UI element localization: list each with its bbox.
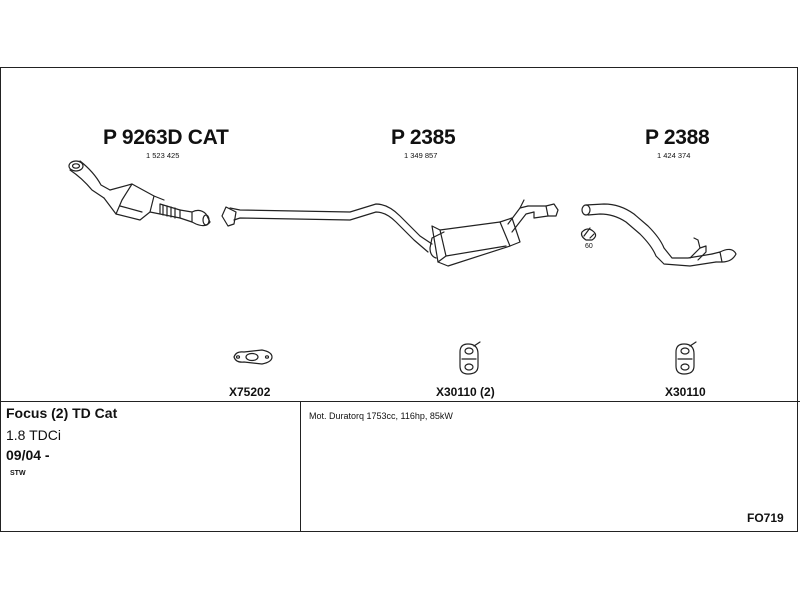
reference-code: FO719 (747, 511, 784, 525)
rubber-mount-icon (459, 341, 481, 375)
diagram-frame (0, 67, 798, 532)
divider (300, 401, 301, 532)
oem-number: 1 424 374 (657, 151, 691, 160)
accessory-code: X30110 (2) (436, 385, 495, 399)
flange-gasket-icon (233, 349, 273, 365)
vehicle-body: STW (10, 470, 26, 477)
vehicle-engine: 1.8 TDCi (6, 427, 61, 443)
accessory-code: X30110 (665, 385, 706, 399)
part-number: P 2385 (391, 126, 456, 149)
rubber-mount-icon (675, 341, 697, 375)
vehicle-model: Focus (2) TD Cat (6, 405, 118, 421)
vehicle-date: 09/04 - (6, 447, 50, 463)
oem-number: 1 523 425 (146, 151, 180, 160)
accessory-code: X75202 (229, 385, 271, 399)
oem-number: 1 349 857 (404, 151, 438, 160)
clamp-size-label: 60 (585, 243, 593, 250)
rear-pipe-icon (581, 203, 737, 267)
engine-details: Mot. Duratorq 1753cc, 116hp, 85kW (309, 411, 453, 421)
clamp-icon (580, 227, 597, 241)
part-number: P 2388 (645, 126, 710, 149)
middle-silencer-pipe-icon (221, 199, 559, 267)
part-number: P 9263D CAT (103, 126, 229, 149)
catalyst-front-pipe-icon (68, 160, 211, 227)
divider (0, 401, 800, 402)
